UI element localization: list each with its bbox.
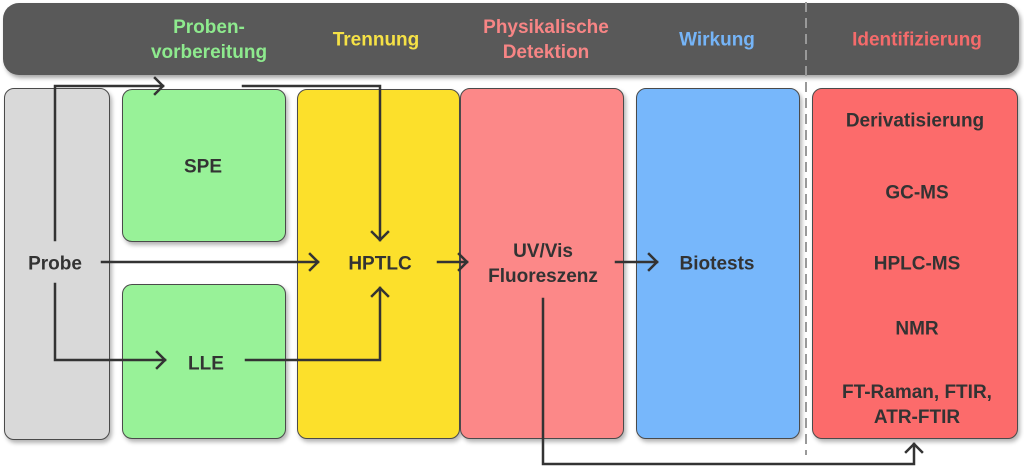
stage-label-line: Proben- (173, 17, 245, 38)
detection-label-line: UV/Vis (513, 241, 573, 262)
stage-label-identification: Identifizierung (852, 28, 982, 53)
spe-label: SPE (183, 156, 223, 178)
stage-label-line: Identifizierung (852, 29, 982, 51)
ident-method-line: ATR-FTIR (873, 407, 961, 428)
ident-method-gc-ms: GC-MS (885, 181, 948, 206)
ident-method-nmr: NMR (895, 317, 938, 342)
stage-label-sample-prep: Proben- vorbereitung (151, 15, 267, 65)
stage-label-line: Trennung (332, 29, 420, 51)
probe-label: Probe (28, 253, 82, 275)
stage-header-bar (3, 3, 1019, 75)
ident-method-ir: FT-Raman, FTIR, ATR-FTIR (842, 380, 992, 430)
hptlc-label: HPTLC (348, 253, 412, 275)
ident-method-line: GC-MS (885, 182, 949, 204)
ident-method-derivatization: Derivatisierung (846, 109, 984, 134)
detection-label-line: Fluoreszenz (488, 266, 598, 287)
stage-label-detection: Physikalische Detektion (483, 15, 609, 65)
stage-label-effect: Wirkung (679, 28, 755, 53)
stage-label-line: Detektion (502, 42, 590, 63)
stage-label-line: Wirkung (679, 29, 755, 51)
detection-label: UV/Vis Fluoreszenz (488, 239, 598, 289)
ident-method-hplc-ms: HPLC-MS (874, 252, 961, 277)
stage-label-line: vorbereitung (150, 42, 268, 63)
ident-method-line: NMR (895, 318, 939, 340)
ident-method-line: FT-Raman, FTIR, (842, 382, 992, 403)
stage-label-line: Physikalische (483, 17, 609, 38)
arrowhead-icon (904, 442, 924, 454)
ident-method-line: Derivatisierung (845, 110, 985, 132)
stage-label-separation: Trennung (333, 28, 420, 53)
ident-method-line: HPLC-MS (873, 253, 961, 275)
biotests-label: Biotests (679, 253, 755, 275)
lle-label: LLE (188, 353, 224, 375)
